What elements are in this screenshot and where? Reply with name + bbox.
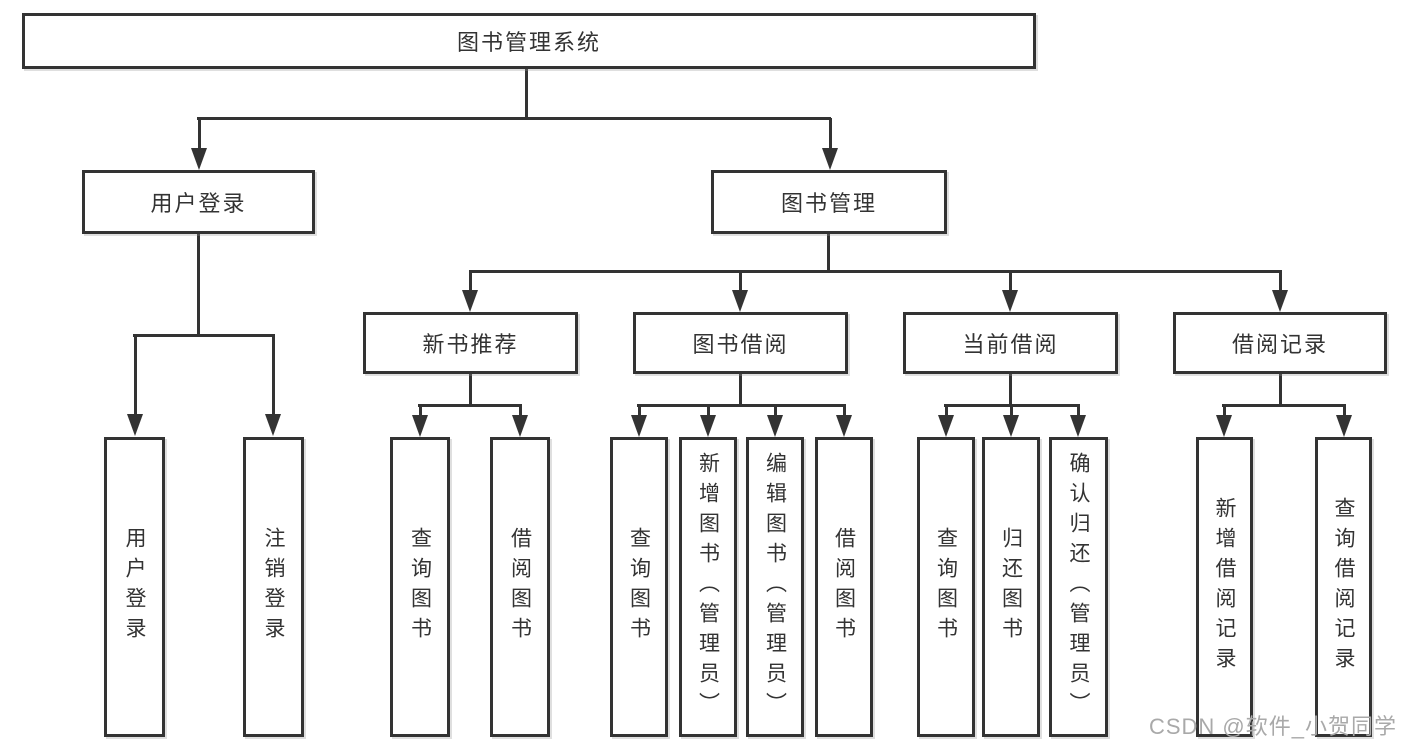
leaf-return-book-label: 归还图书 [999, 527, 1023, 647]
node-current-borrow: 当前借阅 [903, 312, 1118, 374]
arrow-down-icon [836, 405, 852, 437]
arrow-down-icon [1336, 405, 1352, 437]
leaf-logout-label: 注销登录 [262, 527, 285, 647]
leaf-query-borrow-record: 查询借阅记录 [1315, 437, 1372, 737]
arrow-down-icon [191, 118, 207, 170]
leaf-user-login: 用户登录 [104, 437, 165, 737]
arrow-down-icon [512, 405, 528, 437]
node-borrow-records-label: 借阅记录 [1231, 332, 1328, 357]
arrow-down-icon [412, 405, 428, 437]
leaf-confirm-return-admin: 确认归还（管理员） [1049, 437, 1108, 737]
node-new-book-recommend: 新书推荐 [363, 312, 578, 374]
leaf-confirm-return-admin-label: 确认归还（管理员） [1067, 452, 1090, 722]
arrow-down-icon [700, 405, 716, 437]
connector-line [197, 233, 200, 337]
leaf-return-book: 归还图书 [982, 437, 1040, 737]
node-user-login: 用户登录 [82, 170, 315, 234]
node-current-borrow-label: 当前借阅 [962, 332, 1059, 357]
leaf-logout: 注销登录 [243, 437, 304, 737]
node-borrow-records: 借阅记录 [1173, 312, 1387, 374]
arrow-down-icon [732, 271, 748, 312]
connector-line [469, 270, 1282, 273]
node-book-borrow-label: 图书借阅 [692, 332, 789, 357]
leaf-query-books-current-label: 查询图书 [934, 527, 958, 647]
node-book-management-label: 图书管理 [780, 191, 877, 216]
connector-line [1009, 373, 1012, 407]
arrow-down-icon [265, 335, 281, 436]
arrow-down-icon [631, 405, 647, 437]
node-book-management: 图书管理 [711, 170, 947, 234]
node-root-label: 图书管理系统 [456, 30, 601, 55]
leaf-query-books-recommend-label: 查询图书 [408, 527, 432, 647]
arrow-down-icon [1003, 405, 1019, 437]
leaf-borrow-books-recommend: 借阅图书 [490, 437, 550, 737]
leaf-query-books-recommend: 查询图书 [390, 437, 450, 737]
connector-line [739, 373, 742, 407]
arrow-down-icon [1272, 271, 1288, 312]
leaf-query-books-borrow-label: 查询图书 [627, 527, 651, 647]
connector-line [418, 404, 522, 407]
arrow-down-icon [767, 405, 783, 437]
leaf-edit-book-admin-label: 编辑图书（管理员） [763, 452, 787, 722]
leaf-add-book-admin-label: 新增图书（管理员） [696, 452, 720, 722]
connector-line [469, 373, 472, 407]
arrow-down-icon [938, 405, 954, 437]
leaf-user-login-label: 用户登录 [123, 527, 146, 647]
leaf-add-borrow-record-label: 新增借阅记录 [1213, 497, 1236, 677]
node-user-login-label: 用户登录 [150, 191, 247, 216]
leaf-add-borrow-record: 新增借阅记录 [1196, 437, 1253, 737]
leaf-borrow-book-label: 借阅图书 [832, 527, 856, 647]
node-root: 图书管理系统 [22, 13, 1036, 69]
arrow-down-icon [127, 335, 143, 436]
connector-line [525, 68, 528, 120]
arrow-down-icon [462, 271, 478, 312]
leaf-query-borrow-record-label: 查询借阅记录 [1332, 497, 1355, 677]
node-book-borrow: 图书借阅 [633, 312, 848, 374]
arrow-down-icon [822, 118, 838, 170]
arrow-down-icon [1002, 271, 1018, 312]
node-new-book-recommend-label: 新书推荐 [422, 332, 519, 357]
leaf-query-books-borrow: 查询图书 [610, 437, 668, 737]
leaf-borrow-books-recommend-label: 借阅图书 [508, 527, 532, 647]
leaf-edit-book-admin: 编辑图书（管理员） [746, 437, 804, 737]
connector-line [827, 233, 830, 273]
connector-line [197, 117, 831, 120]
csdn-watermark: CSDN @软件_小贺同学 [1148, 714, 1397, 739]
leaf-query-books-current: 查询图书 [917, 437, 975, 737]
connector-line [1279, 373, 1282, 407]
connector-line [637, 404, 846, 407]
leaf-add-book-admin: 新增图书（管理员） [679, 437, 737, 737]
arrow-down-icon [1216, 405, 1232, 437]
connector-line [133, 334, 275, 337]
connector-line [1222, 404, 1346, 407]
arrow-down-icon [1070, 405, 1086, 437]
leaf-borrow-book: 借阅图书 [815, 437, 873, 737]
